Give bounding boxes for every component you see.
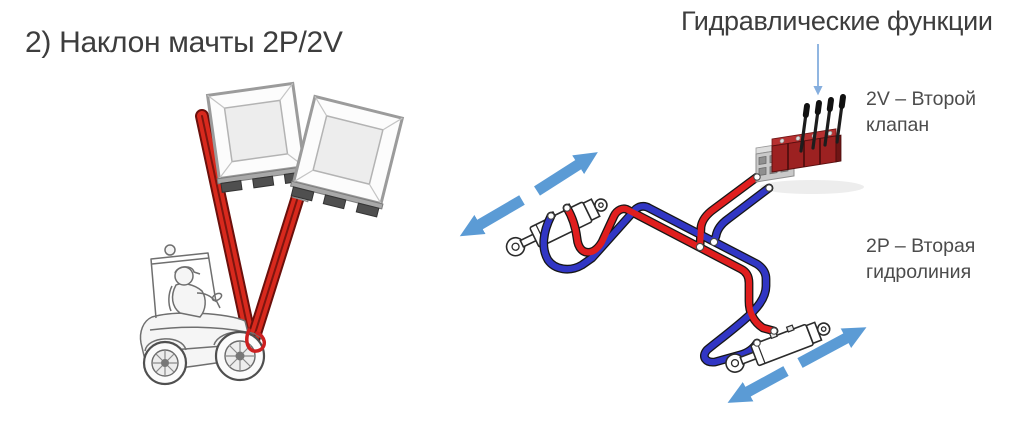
driver-torso [171, 282, 206, 318]
front-wheel [214, 330, 266, 382]
load-left [205, 81, 308, 193]
forklift-illustration [139, 81, 405, 386]
rear-wheel [142, 340, 188, 386]
motion-arrow-left [459, 152, 598, 237]
beacon-light [164, 244, 176, 256]
hose-red-valve-tap [696, 173, 761, 250]
valve-levers [799, 94, 846, 153]
slide-title: 2) Наклон мачты 2P/2V [25, 26, 343, 59]
hose-fittings [547, 173, 778, 347]
mast-hose-curl [245, 328, 266, 353]
forklift-body [139, 244, 266, 386]
hose-red [563, 204, 778, 335]
annotation-second-hydroline: 2P – Вторая гидролиния [866, 235, 976, 283]
hydraulics-title: Гидравлические функции [681, 6, 993, 36]
annotation-second-valve: 2V – Второй клапан [866, 88, 977, 136]
hose-blue-valve-tap [710, 184, 773, 245]
load-right [289, 94, 405, 218]
valve-block [755, 94, 864, 194]
motion-arrow-right [727, 327, 867, 403]
mast-left-position [195, 109, 259, 355]
hose-blue [540, 203, 770, 366]
hydraulic-schematic [505, 94, 864, 373]
